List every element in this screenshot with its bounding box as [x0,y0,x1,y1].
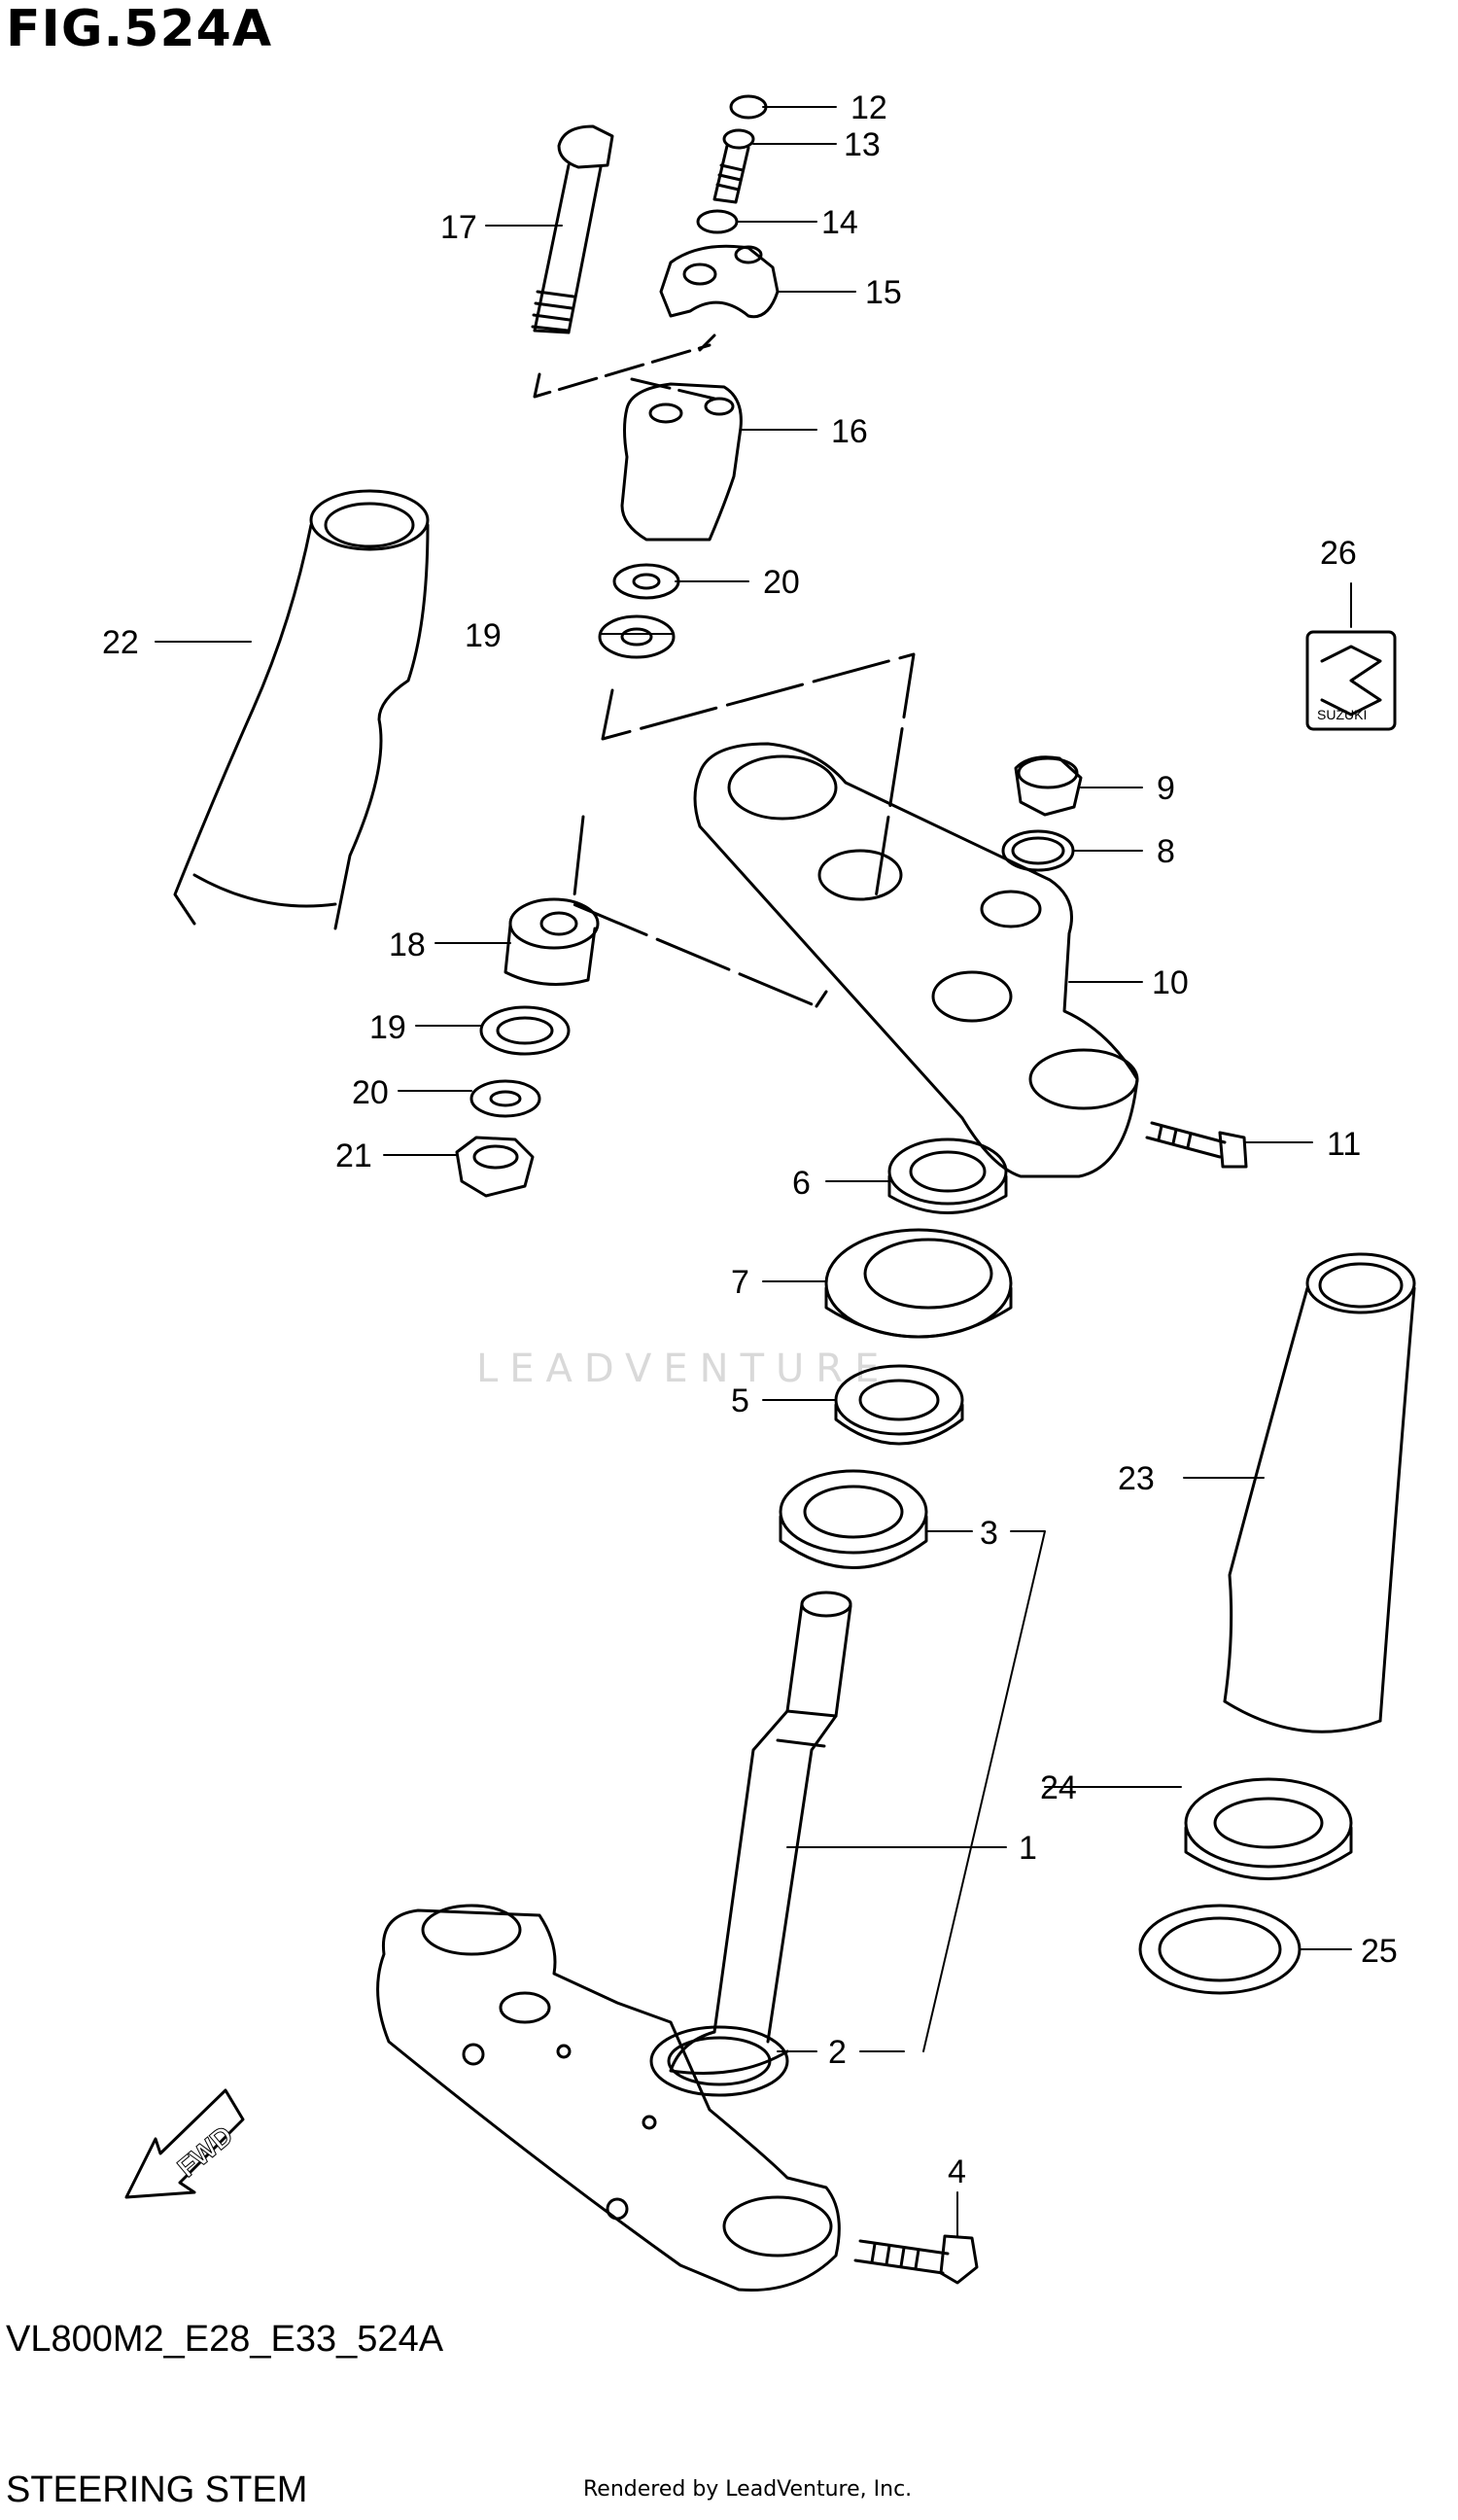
part-21-nut [455,1136,535,1198]
callout-8: 8 [1157,833,1175,870]
callout-7: 7 [731,1264,749,1301]
callout-14: 14 [821,204,858,241]
part-23-upper-fork-cover-right [1223,1252,1416,1733]
callout-6: 6 [792,1165,811,1202]
part-18-spacer [503,897,600,986]
callout-1: 1 [1019,1830,1037,1867]
suzuki-badge-text: SUZUKI [1317,707,1367,722]
callout-4: 4 [948,2153,966,2190]
callout-17: 17 [440,209,477,246]
part-3-lower-bearing [779,1469,928,1569]
watermark: LEADVENTURE [476,1347,891,1391]
callout-26: 26 [1320,535,1357,572]
part-10-steering-stem-upper-bracket [693,742,1139,1178]
figure-code: VL800M2_E28_E33_524A [6,2319,444,2360]
part-9-cap-nut [1014,755,1083,817]
callout-11: 11 [1327,1126,1361,1163]
assembly-line-upper [533,333,716,401]
callout-24: 24 [1040,1769,1077,1806]
callout-20-upper: 20 [763,564,800,601]
part-13-bolt [712,128,755,204]
part-20-washer-lower [469,1079,541,1118]
callout-18: 18 [389,927,426,963]
part-15-handlebar-upper-holder [659,244,780,319]
callout-21: 21 [335,1138,372,1174]
callout-10: 10 [1152,964,1189,1001]
part-11-bolt [1145,1121,1248,1169]
callout-9: 9 [1157,770,1175,807]
part-2-dust-seal-ring [649,2025,789,2097]
part-12-cap [729,94,768,120]
part-19-cushion-upper [598,614,676,659]
callout-3: 3 [980,1515,998,1552]
part-7-dust-seal [824,1228,1013,1339]
stem-lower-bracket [376,1904,841,2292]
part-26-suzuki-emblem [1305,630,1397,731]
callout-23: 23 [1118,1460,1155,1497]
part-1-steering-stem [669,1591,852,2075]
figure-title: FIG.524A [6,0,273,58]
callout-15: 15 [865,274,902,311]
part-24-lock-nut [1184,1777,1353,1880]
part-17-bolt [531,124,614,334]
figure-name: STEERING STEM [6,2469,308,2510]
part-6-steering-nut [887,1138,1008,1214]
fwd-arrow [124,2088,245,2199]
callout-16: 16 [831,413,868,450]
callout-12: 12 [850,89,887,126]
rendered-by: Rendered by LeadVenture, Inc. [583,2477,913,2502]
part-14-lock-washer [696,209,739,234]
callout-25: 25 [1361,1933,1398,1970]
fwd-label: FWD [172,2119,239,2183]
callout-13: 13 [844,126,881,163]
callout-5: 5 [731,1382,749,1419]
part-20-washer-upper [612,563,680,600]
callout-19-lower: 19 [369,1009,406,1046]
callout-22: 22 [102,624,139,661]
callout-2: 2 [828,2034,847,2071]
part-5-upper-bearing [834,1364,964,1446]
part-4-bolt [853,2234,979,2285]
assembly-line-mount [572,652,916,1008]
part-19-cushion-lower [479,1005,571,1056]
callout-20-lower: 20 [352,1074,389,1111]
part-22-upper-fork-cover-left [173,489,430,930]
callout-19-upper: 19 [465,617,502,654]
part-16-handlebar-lower-holder [620,382,743,542]
